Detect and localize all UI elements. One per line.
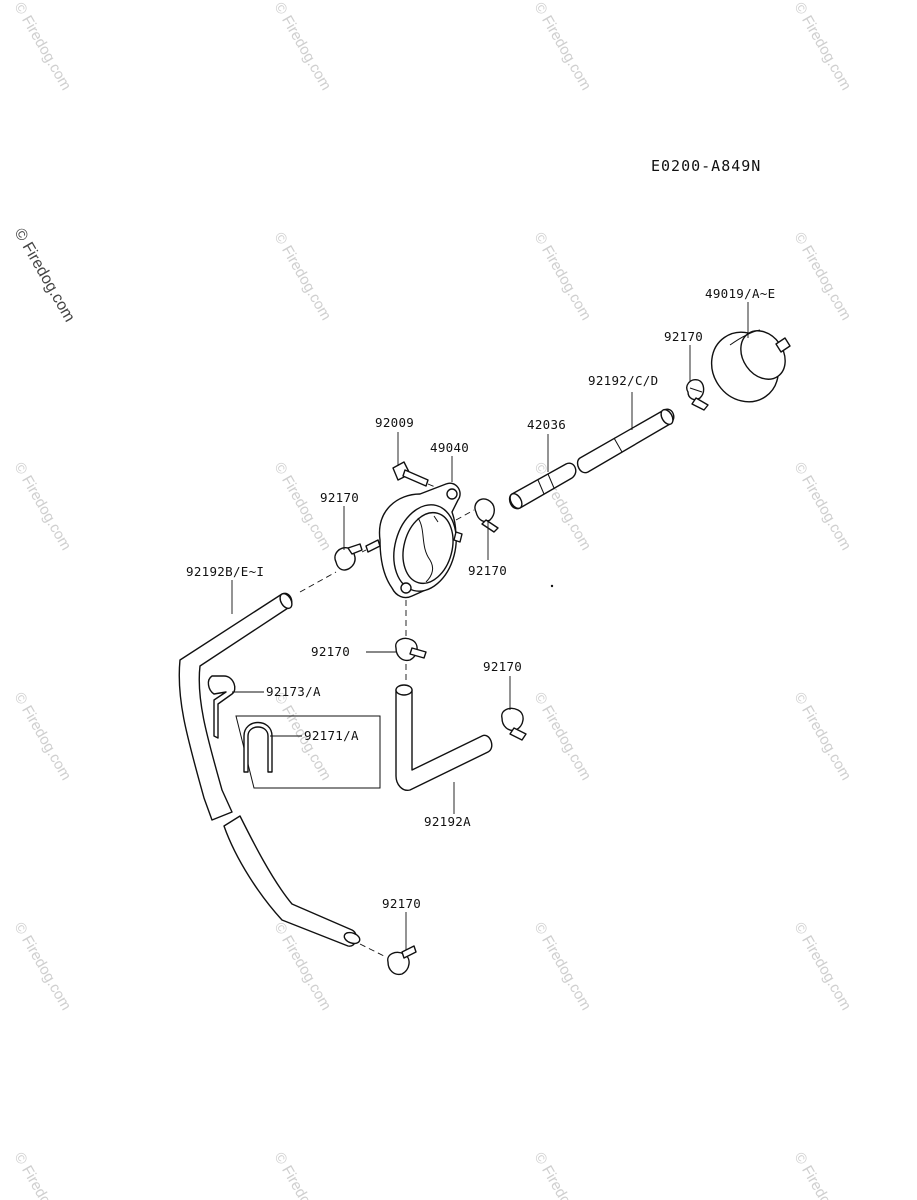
watermark-text: © Firedog.com	[791, 690, 855, 784]
hose-bei	[178, 592, 361, 947]
clip-b-box	[235, 715, 381, 789]
watermark-text: © Firedog.com	[11, 0, 75, 93]
label-clamp-valve-right: 92170	[468, 563, 507, 578]
label-clip-b: 92171/A	[304, 728, 359, 743]
hose-a	[395, 684, 493, 791]
clamp-filter	[686, 378, 709, 411]
label-hose-cd: 92192/C/D	[588, 373, 658, 388]
watermark-text: © Firedog.com	[531, 690, 595, 784]
label-clip-a: 92173/A	[266, 684, 321, 699]
watermark-text: © Firedog.com	[791, 460, 855, 554]
watermark-text: © Firedog.com	[271, 1150, 335, 1200]
watermark-text: © Firedog.com	[791, 230, 855, 324]
label-hose-a: 92192A	[424, 814, 471, 829]
watermark-text: © Firedog.com	[531, 920, 595, 1014]
hose-cd	[576, 408, 675, 474]
label-clamp-valve-left: 92170	[320, 490, 359, 505]
watermark-text: © Firedog.com	[271, 0, 335, 93]
dot-marker	[550, 584, 554, 588]
watermark-main: © Firedog.com	[11, 226, 78, 326]
label-pipe: 42036	[527, 417, 566, 432]
label-screw: 92009	[375, 415, 414, 430]
label-clamp-right-low: 92170	[483, 659, 522, 674]
clamp-valve-left	[334, 543, 363, 571]
label-filter: 49019/A~E	[705, 286, 775, 301]
watermark-text: © Firedog.com	[531, 230, 595, 324]
diagram-code: E0200-A849N	[651, 157, 761, 175]
fuel-filter	[710, 329, 791, 403]
watermark-text: © Firedog.com	[791, 920, 855, 1014]
label-valve: 49040	[430, 440, 469, 455]
watermark-text: © Firedog.com	[531, 1150, 595, 1200]
label-clamp-filter: 92170	[664, 329, 703, 344]
watermark-text: © Firedog.com	[11, 920, 75, 1014]
clamp-valve-bottom	[395, 637, 427, 662]
watermark-text: © Firedog.com	[11, 1150, 75, 1200]
label-clamp-valve-bottom: 92170	[311, 644, 350, 659]
watermark-text: © Firedog.com	[271, 460, 335, 554]
watermark-text: © Firedog.com	[791, 1150, 855, 1200]
clip-a	[207, 675, 236, 739]
watermark-text: © Firedog.com	[271, 230, 335, 324]
pipe	[508, 462, 577, 510]
watermark-layer: © Firedog.com © Firedog.com © Firedog.com ©…	[11, 0, 855, 1200]
watermark-text: © Firedog.com	[11, 690, 75, 784]
watermark-text: © Firedog.com	[11, 460, 75, 554]
fuel-valve	[365, 482, 463, 599]
clamp-valve-right	[474, 498, 499, 533]
label-clamp-bottom: 92170	[382, 896, 421, 911]
screw	[392, 461, 429, 487]
label-hose-bei: 92192B/E~I	[186, 564, 264, 579]
watermark-text: © Firedog.com	[791, 0, 855, 93]
clamp-right-low	[501, 707, 527, 741]
clamp-bottom	[387, 945, 417, 976]
watermark-text: © Firedog.com	[531, 0, 595, 93]
